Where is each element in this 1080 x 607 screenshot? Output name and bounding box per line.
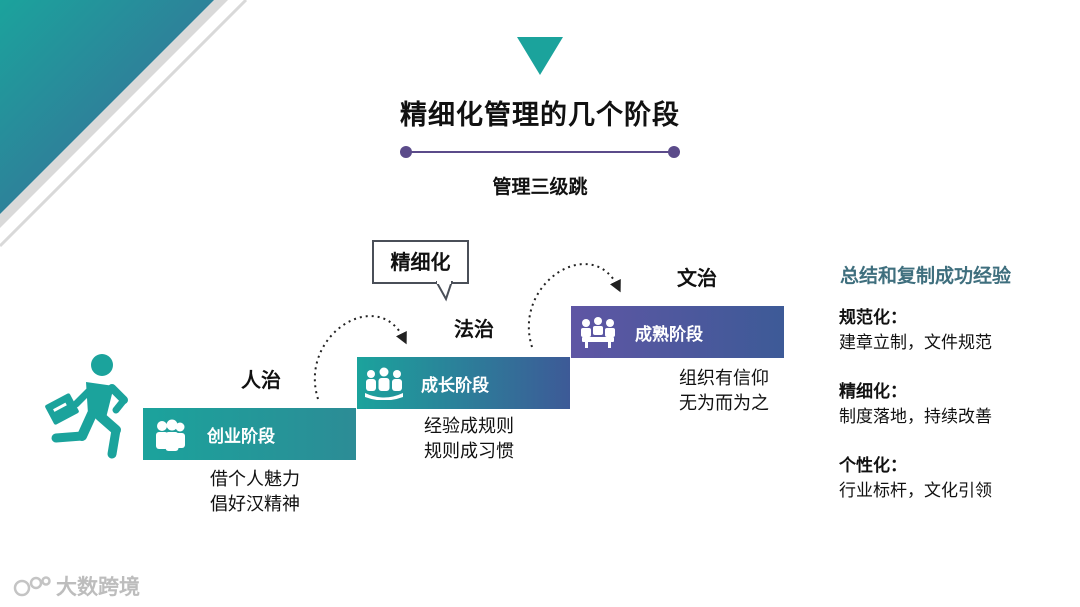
dotted-arrow-1: [313, 315, 407, 400]
corner-decoration: [0, 0, 248, 248]
callout-bubble: 精细化: [372, 240, 469, 284]
stage-description-startup: 借个人魅力 倡好汉精神: [210, 469, 300, 515]
stage-label: 成熟阶段: [635, 324, 703, 345]
callout-tail: [436, 281, 454, 302]
stage-bar-growth: 成长阶段: [357, 357, 570, 409]
rule-label-renzhi: 人治: [241, 368, 281, 392]
title-divider: [400, 146, 680, 158]
stage-bar-mature: 成熟阶段: [571, 306, 784, 358]
watermark-logo: 大数跨境: [12, 571, 140, 601]
stage-description-mature: 组织有信仰 无为而为之: [679, 368, 769, 414]
summary-heading: 总结和复制成功经验: [840, 265, 1012, 287]
stage-bar-startup: 创业阶段: [143, 408, 356, 460]
running-man-icon: [45, 354, 128, 459]
group-icon: [357, 357, 411, 409]
stage-description-growth: 经验成规则 规则成习惯: [424, 416, 514, 462]
dotted-arrow-2: [527, 263, 621, 348]
meeting-icon: [571, 306, 625, 358]
rule-label-fazhi: 法治: [454, 317, 494, 341]
stage-label: 成长阶段: [421, 375, 489, 396]
summary-key-personalize: 个性化：: [839, 456, 907, 476]
summary-value-personalize: 行业标杆，文化引领: [839, 481, 992, 501]
down-triangle-icon: [517, 37, 563, 75]
summary-value-refine: 制度落地，持续改善: [839, 407, 992, 427]
page-subtitle: 管理三级跳: [492, 176, 588, 198]
logo-icon: [13, 576, 51, 597]
summary-value-standardize: 建章立制，文件规范: [839, 333, 992, 353]
logo-text: 大数跨境: [56, 575, 140, 599]
page-title: 精细化管理的几个阶段: [400, 100, 680, 131]
rule-label-wenzhi: 文治: [677, 266, 717, 290]
stage-label: 创业阶段: [207, 426, 275, 447]
team-icon: [143, 408, 197, 460]
summary-key-standardize: 规范化：: [839, 308, 907, 328]
corner-line: [0, 0, 248, 248]
summary-key-refine: 精细化：: [839, 382, 907, 402]
corner-gradient-triangle: [0, 0, 214, 214]
